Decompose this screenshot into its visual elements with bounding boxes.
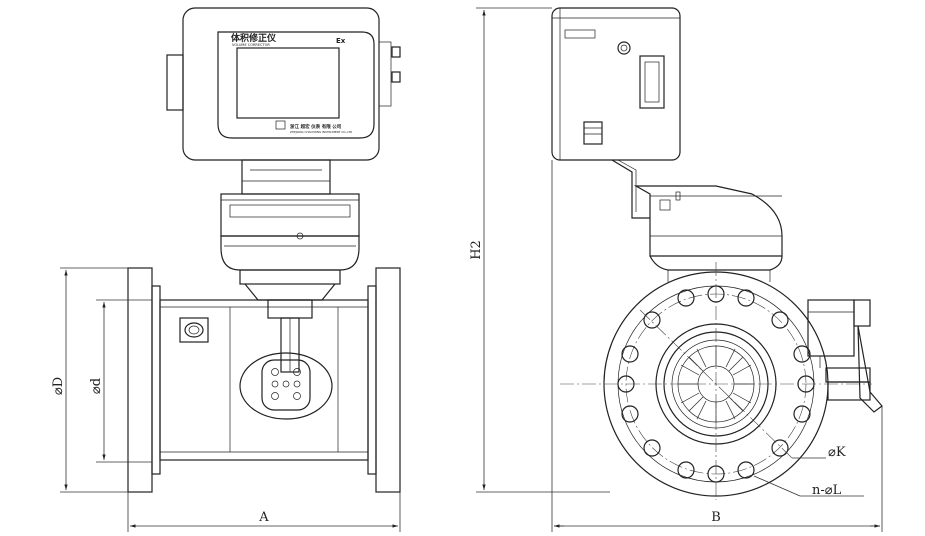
label-flange-diameter: ⌀D	[51, 377, 66, 395]
dim-bolt-holes: n-⌀L	[753, 475, 864, 498]
dim-width: B	[551, 160, 883, 532]
ex-badge: Ex	[336, 37, 346, 45]
front-view: 体积修正仪 VOLUME CORRECTOR Ex 浙江 超宏 仪表 有限 公司…	[51, 7, 401, 532]
device-title: 体积修正仪	[231, 32, 277, 44]
label-width: B	[711, 510, 721, 525]
meter-head	[220, 159, 360, 301]
label-bolt-circle: ⌀K	[828, 445, 846, 460]
side-housing	[551, 7, 681, 219]
label-bore-diameter: ⌀d	[89, 378, 104, 394]
corrector-housing: 体积修正仪 VOLUME CORRECTOR Ex 浙江 超宏 仪表 有限 公司…	[166, 7, 401, 161]
dim-height: H2	[469, 7, 610, 493]
side-view: H2	[469, 7, 883, 532]
pipe-body	[127, 267, 401, 493]
side-meter-head	[633, 185, 783, 282]
device-subtitle: VOLUME CORRECTOR	[232, 43, 270, 47]
label-height: H2	[469, 240, 484, 260]
maker-name: 浙江 超宏 仪表 有限 公司	[290, 123, 342, 130]
side-flange	[560, 262, 872, 500]
dim-flange-diameter: ⌀D	[51, 267, 128, 493]
maker-name-en: ZHEJIANG CHAOHONG INSTRUMENT CO.,LTD	[290, 130, 352, 134]
label-bolt-holes: n-⌀L	[812, 483, 842, 498]
dim-bolt-circle: ⌀K	[792, 445, 846, 460]
label-length: A	[258, 510, 269, 525]
dim-length: A	[127, 492, 401, 532]
side-transmitter	[807, 299, 883, 413]
dim-bore-diameter: ⌀d	[89, 299, 152, 463]
